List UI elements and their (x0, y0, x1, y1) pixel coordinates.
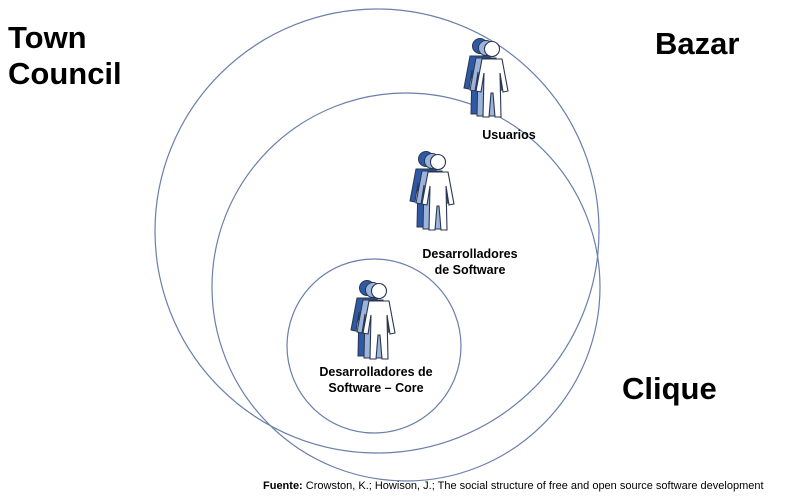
developers-label-line-2: de Software (435, 263, 506, 277)
people-group-icon (351, 281, 395, 360)
people-group-icon (464, 39, 508, 118)
source-citation: Fuente: Crowston, K.; Howison, J.; The s… (263, 479, 764, 493)
core-developers-label-line-2: Software – Core (328, 381, 423, 395)
clique-label: Clique (622, 371, 717, 406)
developers-label-line-1: Desarrolladores (422, 247, 517, 261)
town-council-line-1: Town (8, 20, 87, 55)
users-label: Usuarios (482, 128, 536, 142)
town-council-label: Town Council (8, 20, 122, 92)
town-council-line-2: Council (8, 56, 122, 91)
outer-ring (154, 8, 600, 454)
bazar-label: Bazar (655, 26, 740, 61)
people-group-icon (410, 152, 454, 231)
source-text: Crowston, K.; Howison, J.; The social st… (302, 480, 764, 492)
source-prefix: Fuente: (263, 480, 303, 492)
middle-ring (211, 92, 601, 482)
core-developers-label-line-1: Desarrolladores de (319, 365, 432, 379)
inner-ring (286, 258, 462, 434)
